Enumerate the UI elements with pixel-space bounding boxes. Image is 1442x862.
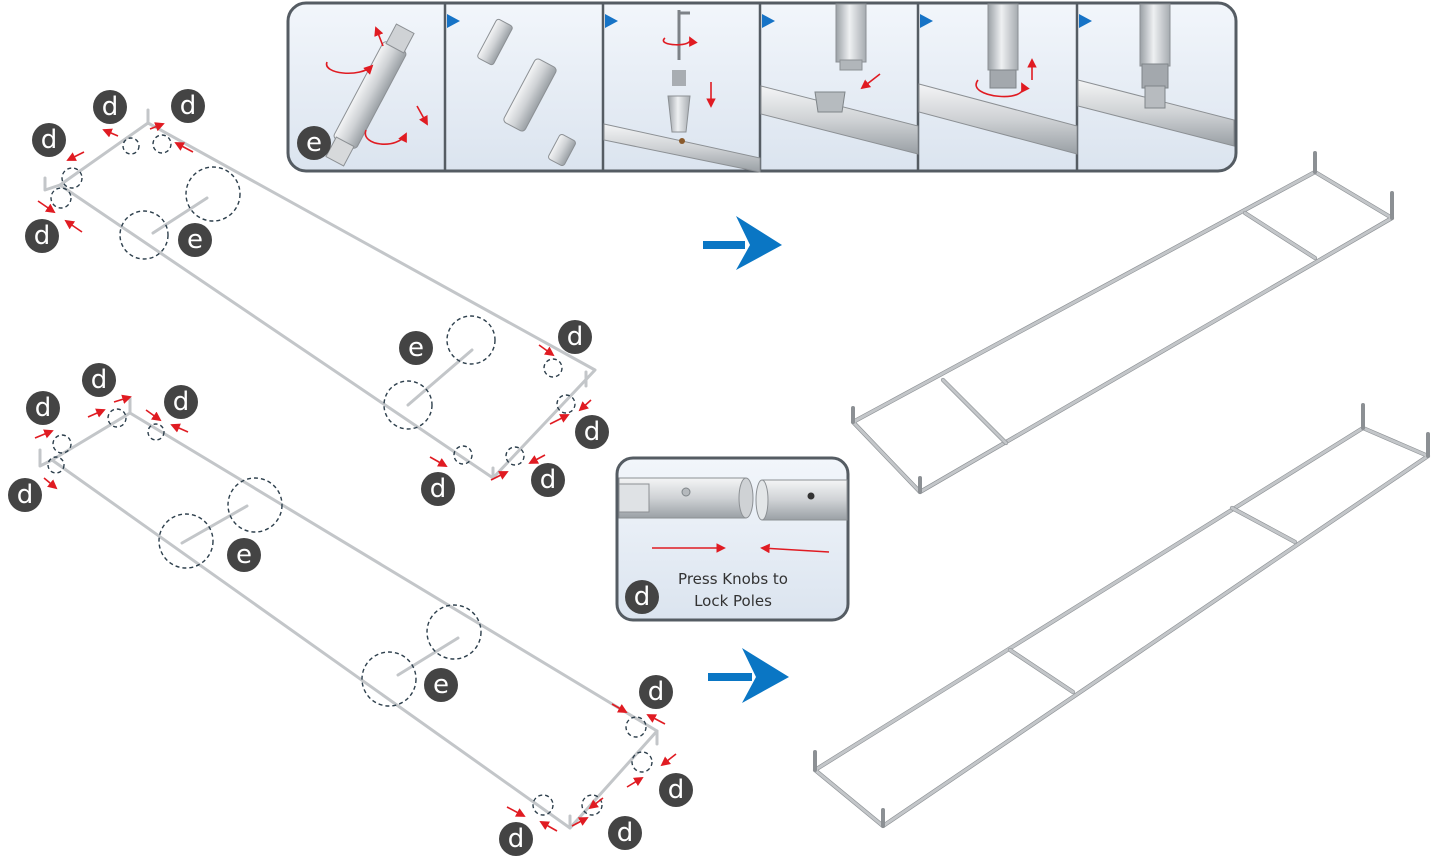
svg-text:d: d <box>41 125 58 155</box>
play-marker-icon <box>447 14 1092 28</box>
svg-text:e: e <box>433 670 449 700</box>
step-e-cell-5 <box>918 3 1078 155</box>
step-e-cell-4 <box>760 3 919 155</box>
svg-text:d: d <box>430 474 447 504</box>
badge-e-label: e <box>306 128 322 158</box>
step-e-cell-2 <box>477 18 576 167</box>
frame-assembled-1 <box>850 151 1395 495</box>
rotate-arrow-icon <box>326 61 374 75</box>
badge-d-label: d <box>634 582 651 612</box>
svg-text:d: d <box>617 818 634 848</box>
svg-text:e: e <box>236 540 252 570</box>
frame-assembled-2 <box>812 403 1431 829</box>
svg-text:e: e <box>408 333 424 363</box>
svg-text:d: d <box>668 775 685 805</box>
svg-text:d: d <box>567 322 584 352</box>
badges-frame-1: d d d d e e d d d d <box>25 89 609 506</box>
badge-d <box>625 580 659 614</box>
caption-line-1: Press Knobs to <box>678 570 788 588</box>
frame-unassembled-2: d d d d e e d d d d <box>8 363 693 856</box>
svg-text:d: d <box>34 221 51 251</box>
step-e-cell-3 <box>603 10 761 173</box>
step-strip: e <box>286 1 1238 173</box>
svg-text:d: d <box>35 393 52 423</box>
svg-text:d: d <box>540 465 557 495</box>
direction-arrow-icon <box>760 543 830 554</box>
svg-text:d: d <box>173 387 190 417</box>
badge-e <box>297 126 331 160</box>
badges-frame-2: d d d d e e d d d d <box>8 363 693 856</box>
step-e-cell-6 <box>1077 3 1235 147</box>
frame-unassembled-1: d d d d e e d d d d <box>25 89 609 506</box>
svg-text:d: d <box>102 92 119 122</box>
svg-text:e: e <box>187 225 203 255</box>
caption-line-2: Lock Poles <box>694 592 772 610</box>
svg-text:d: d <box>180 91 197 121</box>
svg-text:d: d <box>91 365 108 395</box>
next-step-arrow-icon <box>708 648 789 703</box>
next-step-arrow-icon <box>703 216 782 270</box>
svg-text:d: d <box>17 480 34 510</box>
svg-text:d: d <box>648 677 665 707</box>
svg-text:d: d <box>584 417 601 447</box>
rotate-arrow-icon <box>364 129 407 145</box>
svg-text:d: d <box>508 824 525 854</box>
detail-panel-d: d Press Knobs to Lock Poles <box>615 456 850 622</box>
step-e-cell-1: e <box>297 23 428 167</box>
